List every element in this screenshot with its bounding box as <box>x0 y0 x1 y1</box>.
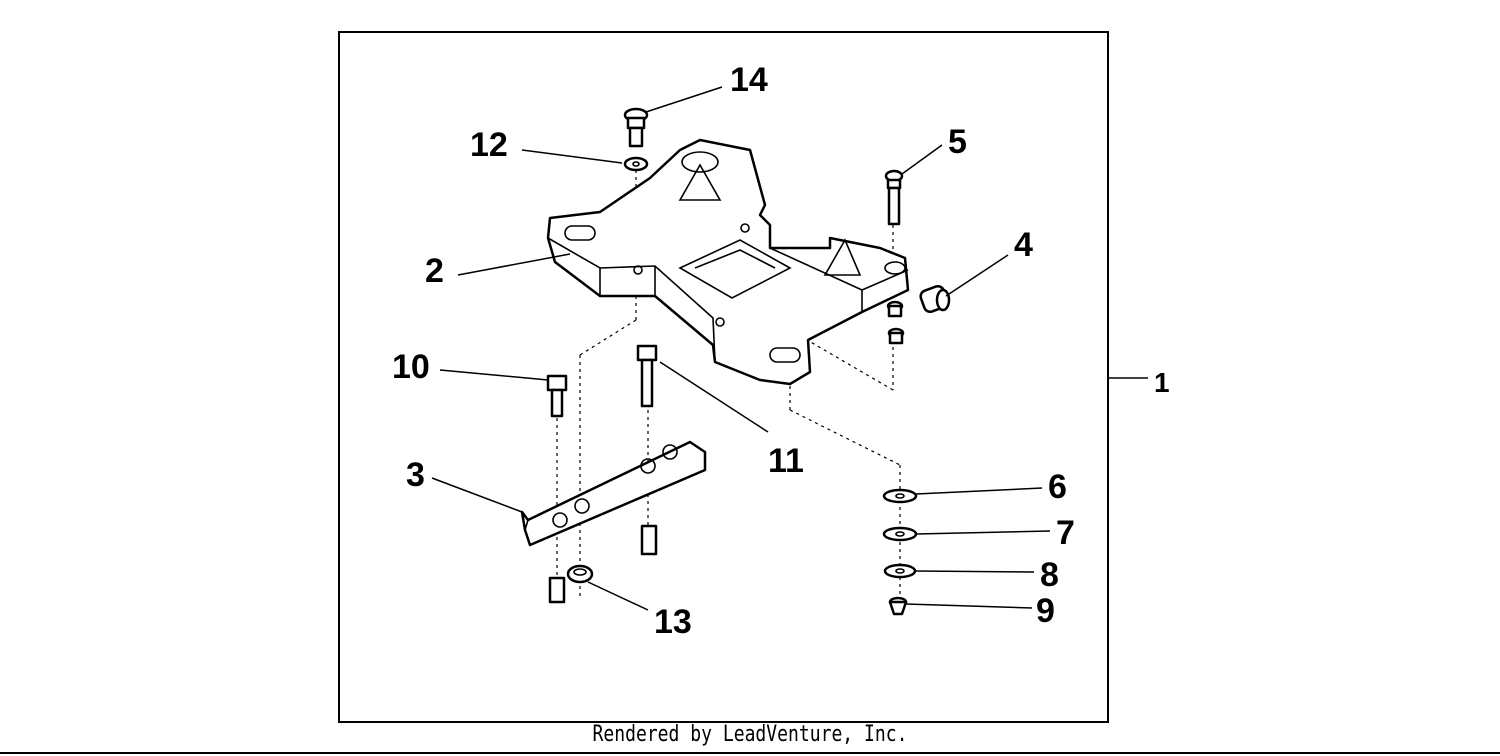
callout-11: 11 <box>768 442 804 480</box>
washer-12 <box>623 156 649 172</box>
washer-7 <box>882 526 918 542</box>
callout-7: 7 <box>1056 514 1075 552</box>
washer-8 <box>883 563 917 579</box>
bolt-5 <box>884 169 904 226</box>
spacer-left <box>548 576 566 604</box>
bolt-10 <box>546 374 568 418</box>
bottom-divider <box>0 752 1500 754</box>
callout-12: 12 <box>470 126 508 164</box>
grommet-4 <box>919 284 951 314</box>
lower-plate <box>520 440 707 547</box>
render-credit: Rendered by LeadVenture, Inc. <box>592 722 908 747</box>
callout-9: 9 <box>1036 592 1055 630</box>
callout-4: 4 <box>1014 226 1033 264</box>
callout-8: 8 <box>1040 556 1059 594</box>
nut-9 <box>888 596 908 616</box>
leader-lines <box>431 86 1051 611</box>
main-bracket-plate <box>546 138 910 386</box>
callout-13: 13 <box>654 603 692 641</box>
diagram-frame <box>338 31 1109 723</box>
spacer-right <box>640 524 658 556</box>
callout-3: 3 <box>406 456 425 494</box>
callout-5: 5 <box>948 123 967 161</box>
callout-6: 6 <box>1048 468 1067 506</box>
nut-13 <box>566 564 594 584</box>
bolt-14 <box>623 107 649 148</box>
callout-1: 1 <box>1154 367 1170 398</box>
callout-2: 2 <box>425 252 444 290</box>
bolt-11 <box>636 344 658 408</box>
washer-6 <box>882 488 918 504</box>
callout-10: 10 <box>392 348 430 386</box>
collar-upper <box>886 300 904 318</box>
collar-lower <box>887 327 905 345</box>
callout-14: 14 <box>730 61 768 99</box>
